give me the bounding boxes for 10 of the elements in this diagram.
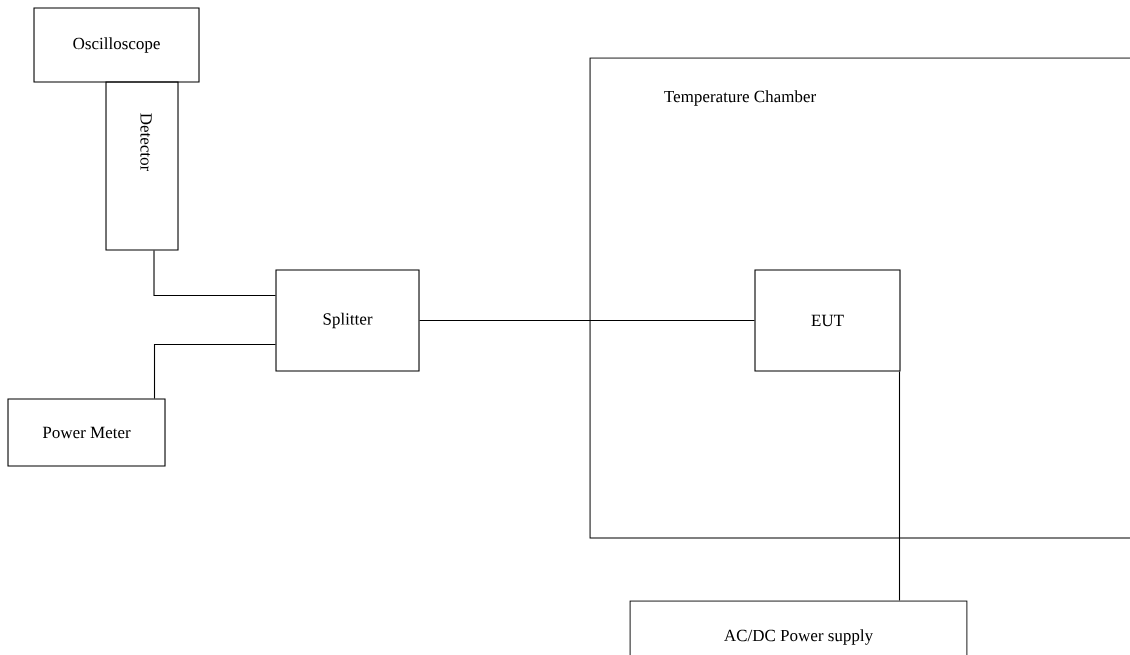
- connector-line: [898, 371, 901, 601]
- connector-line: [419, 319, 755, 322]
- box: Power Meter: [7, 398, 166, 467]
- box: AC/DC Power supply: [629, 600, 968, 655]
- box: Detector: [105, 81, 179, 251]
- box: EUT: [754, 269, 901, 372]
- connector-line: [153, 250, 276, 297]
- box: Splitter: [275, 269, 420, 372]
- box: Oscilloscope: [33, 7, 200, 83]
- connector-line: [153, 343, 276, 399]
